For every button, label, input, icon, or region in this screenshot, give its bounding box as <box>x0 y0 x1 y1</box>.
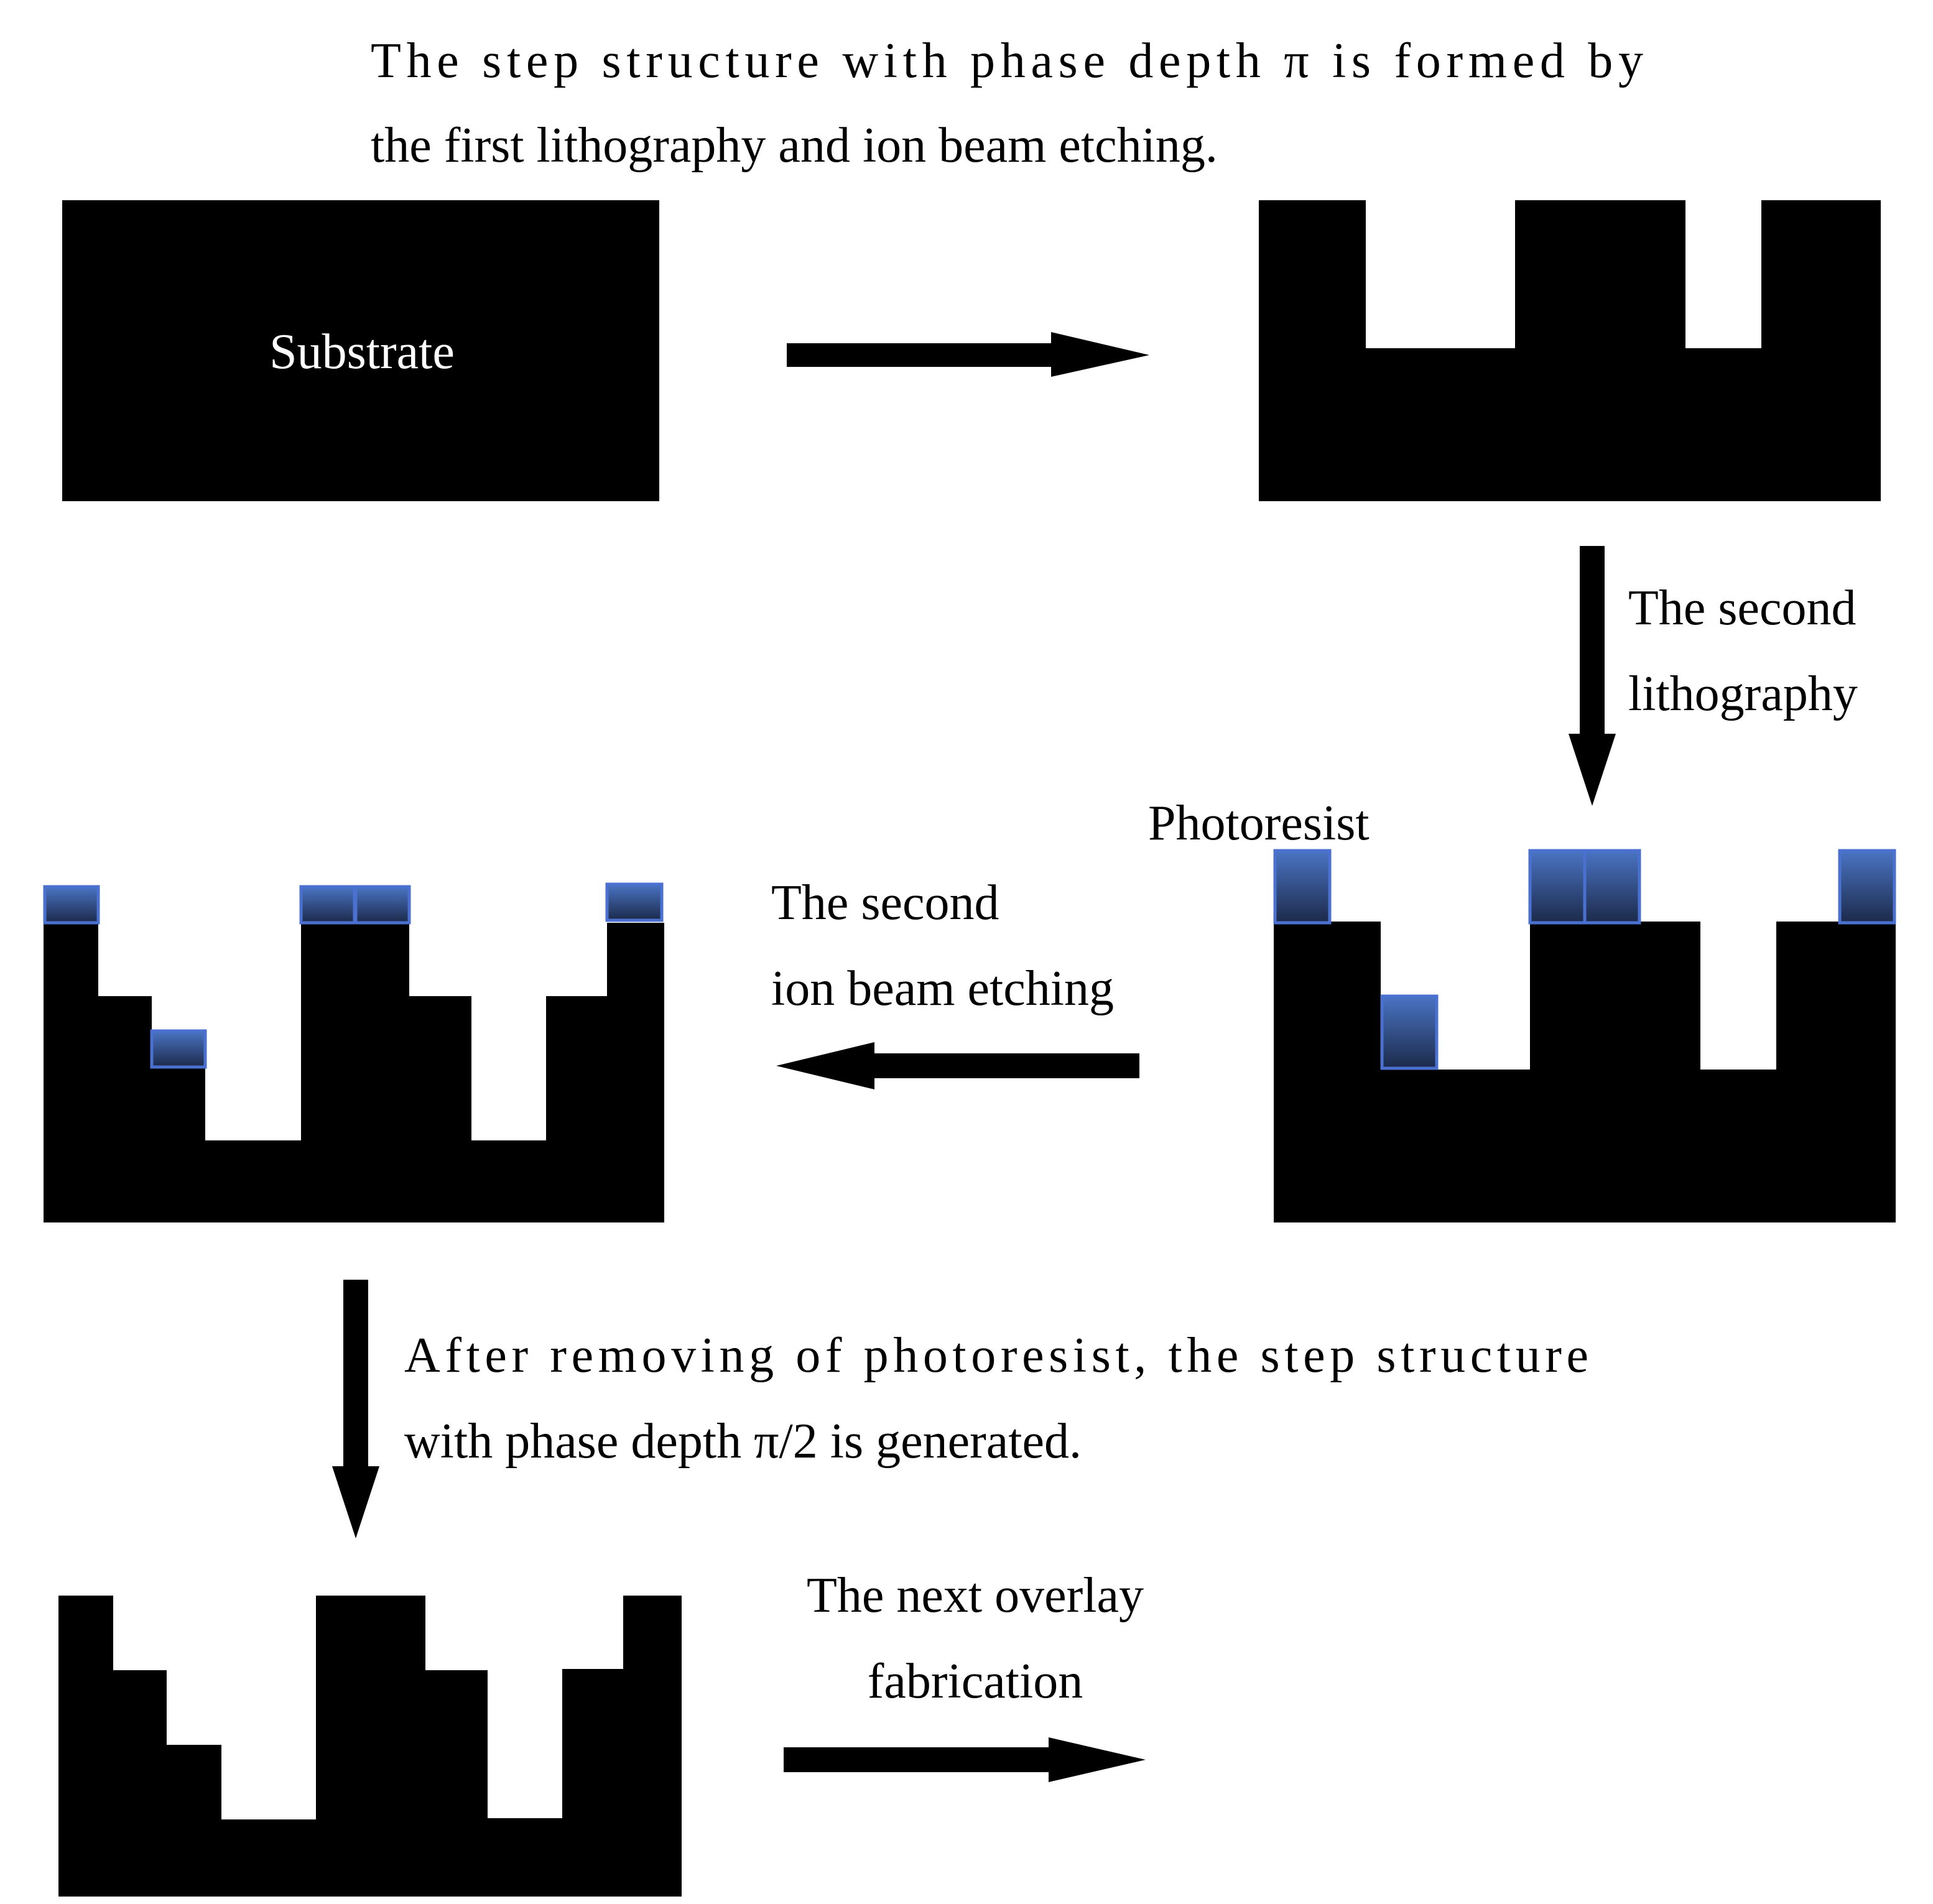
photoresist-block <box>1273 849 1332 925</box>
step1-caption-line2: the first lithography and ion beam etchi… <box>371 118 1218 173</box>
photoresist-label: Photoresist <box>1148 796 1370 851</box>
second-lithography-label-line1: The second <box>1628 581 1857 635</box>
photoresist-block <box>1583 849 1641 925</box>
photoresist-blocks <box>1273 849 1896 1070</box>
arrow-down-1 <box>1569 546 1616 806</box>
arrow-right-2 <box>784 1737 1146 1782</box>
photoresist-block <box>1380 994 1439 1070</box>
pi-step-structure-with-resist <box>1274 922 1896 1222</box>
step1-caption-line1: The step structure with phase depth π is… <box>371 34 1643 88</box>
second-lithography-label-line2: lithography <box>1628 667 1858 721</box>
photoresist-block <box>1528 849 1587 925</box>
substrate-label: Substrate <box>269 325 455 379</box>
pi-step-structure <box>1259 200 1881 501</box>
photoresist-block <box>43 885 100 925</box>
next-overlay-label-line2: fabrication <box>868 1654 1083 1709</box>
pi-half-step-structure <box>58 1596 682 1897</box>
photoresist-block <box>150 1029 207 1069</box>
photoresist-blocks-etched <box>43 882 664 1069</box>
after-removing-caption-line2: with phase depth π/2 is generated. <box>404 1414 1082 1469</box>
arrow-left-1 <box>776 1042 1139 1089</box>
second-etching-label-line2: ion beam etching <box>771 961 1114 1016</box>
after-removing-caption-line1: After removing of photoresist, the step … <box>404 1328 1588 1383</box>
photoresist-block <box>299 885 356 925</box>
substrate-block: Substrate <box>62 200 659 501</box>
arrow-right-1 <box>787 332 1149 377</box>
photoresist-block <box>1838 849 1896 925</box>
second-etching-label-line1: The second <box>771 876 999 930</box>
etched-structure-with-resist <box>44 923 664 1222</box>
photoresist-block <box>605 882 664 922</box>
next-overlay-label-line1: The next overlay <box>807 1568 1144 1623</box>
photoresist-block <box>354 885 411 925</box>
arrow-down-2 <box>332 1280 379 1538</box>
